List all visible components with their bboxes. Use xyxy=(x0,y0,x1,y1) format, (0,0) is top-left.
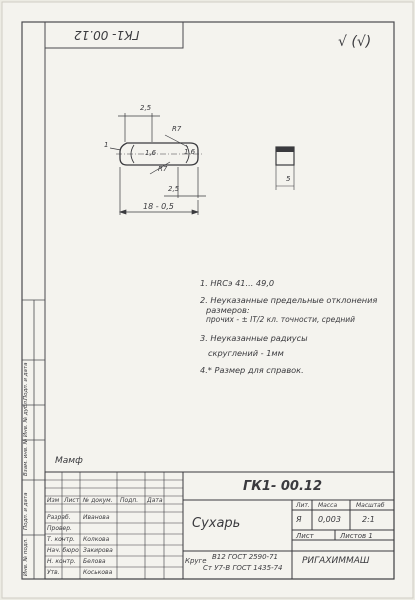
sheets-label: Листов 1 xyxy=(340,532,373,540)
name-2: Колкова xyxy=(83,536,110,543)
title-part-name: Сухарь xyxy=(192,516,241,531)
role-5: Утв. xyxy=(47,569,60,576)
hdr-scale: Масштаб xyxy=(356,502,385,509)
name-5: Коськова xyxy=(83,569,113,576)
strip-label-sign2: Подп. и дата xyxy=(23,362,29,400)
strip-label-sign: Подп. и дата xyxy=(23,492,29,530)
sheet-label: Лист xyxy=(296,532,314,540)
title-designation: ГК1- 00.12 xyxy=(243,479,322,494)
title-block-grid xyxy=(45,472,183,579)
top-code-stamp: ГК1- 00.12 xyxy=(74,28,140,42)
role-1: Провер. xyxy=(47,525,72,532)
side-signature: Мамф xyxy=(55,456,83,466)
strip-label-inv: Инв. № подл. xyxy=(23,538,29,576)
dim-length: 18 - 0,5 xyxy=(143,202,174,211)
note-3b: скруглений - 1мм xyxy=(208,348,284,358)
hdr-mass: Масса xyxy=(318,502,338,509)
role-3: Нач. бюро xyxy=(47,547,79,554)
note-2: 2. Неуказанные предельные отклонения xyxy=(200,295,378,305)
val-mass: 0,003 xyxy=(318,515,341,524)
val-lit: Я xyxy=(296,515,302,524)
dim-chamfer-left: 1 xyxy=(104,141,109,149)
side-strip xyxy=(22,299,45,579)
col-doc: № докум. xyxy=(83,497,113,504)
note-2b: размеров: xyxy=(206,305,250,315)
role-2: Т. контр. xyxy=(47,536,75,543)
title-material-2: Ст У7-В ГОСТ 1435-74 xyxy=(203,564,283,572)
part-side-view xyxy=(275,146,295,190)
dim-side-height: 5 xyxy=(286,175,291,183)
name-3: Закирова xyxy=(83,547,113,554)
org-name: РИГАХИММАШ xyxy=(302,556,370,566)
dim-radius-right: 1,6 xyxy=(184,148,196,156)
title-material-1: В12 ГОСТ 2590-71 xyxy=(212,553,278,561)
roughness-mark: √ (√) xyxy=(338,34,372,50)
col-list: Лист xyxy=(64,497,80,504)
dim-inner: 2,5 xyxy=(168,185,180,193)
note-3: 3. Неуказанные радиусы xyxy=(200,333,308,343)
title-copy-label: Круге xyxy=(185,557,207,565)
strip-label-dup: Инв. № дубл. xyxy=(23,399,29,437)
val-scale: 2:1 xyxy=(362,515,375,524)
role-4: Н. контр. xyxy=(47,558,76,565)
hdr-lit: Лит. xyxy=(296,502,310,509)
dim-radius-top: R7 xyxy=(172,125,182,133)
col-izm: Изм xyxy=(47,497,60,504)
note-4: 4.* Размер для справок. xyxy=(200,365,304,375)
role-0: Разраб. xyxy=(47,514,71,521)
name-4: Белова xyxy=(83,558,106,565)
dim-top-width: 2,5 xyxy=(140,104,152,112)
note-1: 1. HRCэ 41... 49,0 xyxy=(200,278,275,288)
title-block xyxy=(44,471,395,580)
dim-radius-bottom: R7 xyxy=(158,165,168,173)
dimension-lines xyxy=(109,113,206,215)
note-2c: прочих - ± IT/2 кл. точности, средний xyxy=(206,315,356,324)
strip-label-replace: Взам. инв. № xyxy=(23,438,29,476)
top-code-box xyxy=(44,21,184,49)
dim-radius-left: 1,6 xyxy=(145,149,157,157)
col-sign: Подп. xyxy=(120,497,139,504)
col-date: Дата xyxy=(147,497,163,504)
name-0: Иванова xyxy=(83,514,110,521)
